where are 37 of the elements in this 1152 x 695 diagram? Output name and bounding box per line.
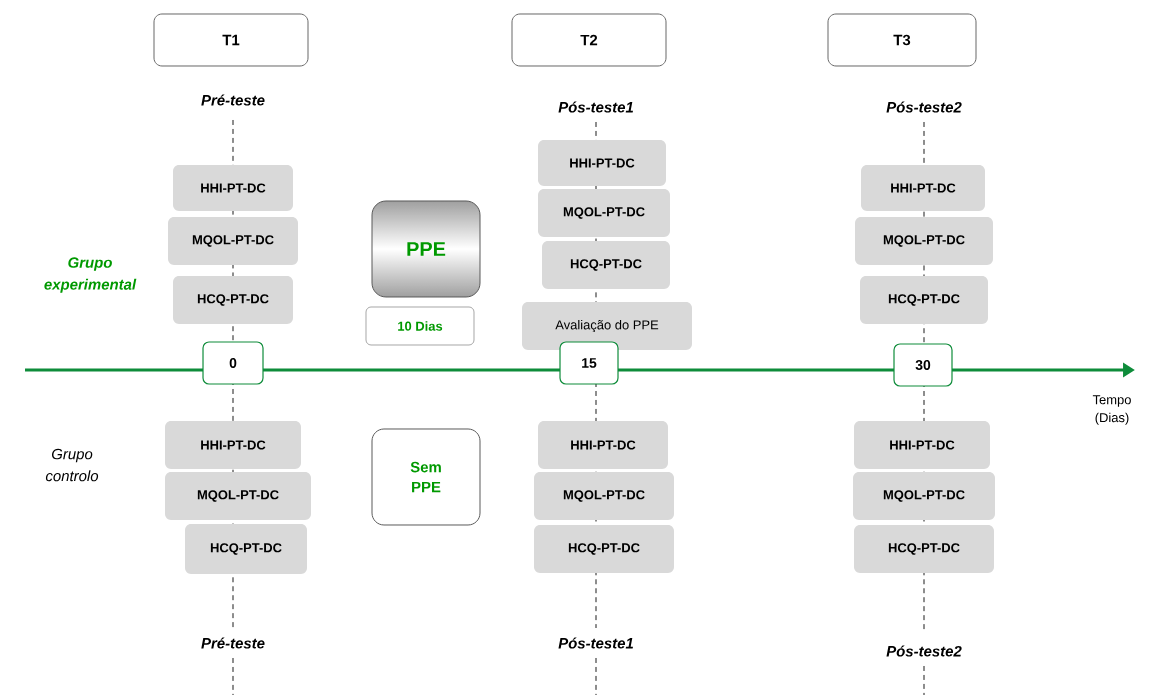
instrument-box: HCQ-PT-DC: [173, 276, 293, 324]
no-intervention-box: Sem PPE: [371, 428, 481, 526]
phase-label: Pré-teste: [201, 637, 265, 649]
instrument-box: HHI-PT-DC: [538, 421, 668, 469]
phase-label: Pós-teste1: [558, 637, 633, 649]
instrument-box: HCQ-PT-DC: [534, 525, 674, 573]
instrument-box: MQOL-PT-DC: [168, 217, 298, 265]
phase-label: Pré-teste: [201, 94, 265, 106]
instrument-box: HHI-PT-DC: [165, 421, 301, 469]
duration-box: 10 Dias: [365, 306, 475, 346]
axis-label: Tempo (Dias): [1092, 395, 1131, 425]
intervention-box: PPE: [371, 200, 481, 298]
evaluation-box: Avaliação do PPE: [522, 302, 692, 350]
phase-label: Pós-teste2: [886, 101, 962, 113]
header-box: T2: [511, 13, 667, 67]
timepoint-box: 0: [202, 341, 264, 385]
instrument-box: HCQ-PT-DC: [542, 241, 670, 289]
instrument-box: HHI-PT-DC: [173, 165, 293, 211]
instrument-box: HHI-PT-DC: [854, 421, 990, 469]
header-box: T3: [827, 13, 977, 67]
instrument-box: MQOL-PT-DC: [165, 472, 311, 520]
timepoint-box: 15: [559, 341, 619, 385]
phase-label: Pós-teste2: [886, 645, 962, 657]
timepoint-box: 30: [893, 343, 953, 387]
instrument-box: MQOL-PT-DC: [534, 472, 674, 520]
instrument-box: MQOL-PT-DC: [855, 217, 993, 265]
instrument-box: HCQ-PT-DC: [185, 524, 307, 574]
group-label: Grupo experimental: [44, 257, 137, 293]
instrument-box: HCQ-PT-DC: [854, 525, 994, 573]
header-box: T1: [153, 13, 309, 67]
phase-label: Pós-teste1: [558, 101, 633, 113]
instrument-box: HHI-PT-DC: [861, 165, 985, 211]
instrument-box: MQOL-PT-DC: [853, 472, 995, 520]
instrument-box: MQOL-PT-DC: [538, 189, 670, 237]
instrument-box: HCQ-PT-DC: [860, 276, 988, 324]
instrument-box: HHI-PT-DC: [538, 140, 666, 186]
group-label: Grupo controlo: [45, 448, 99, 482]
